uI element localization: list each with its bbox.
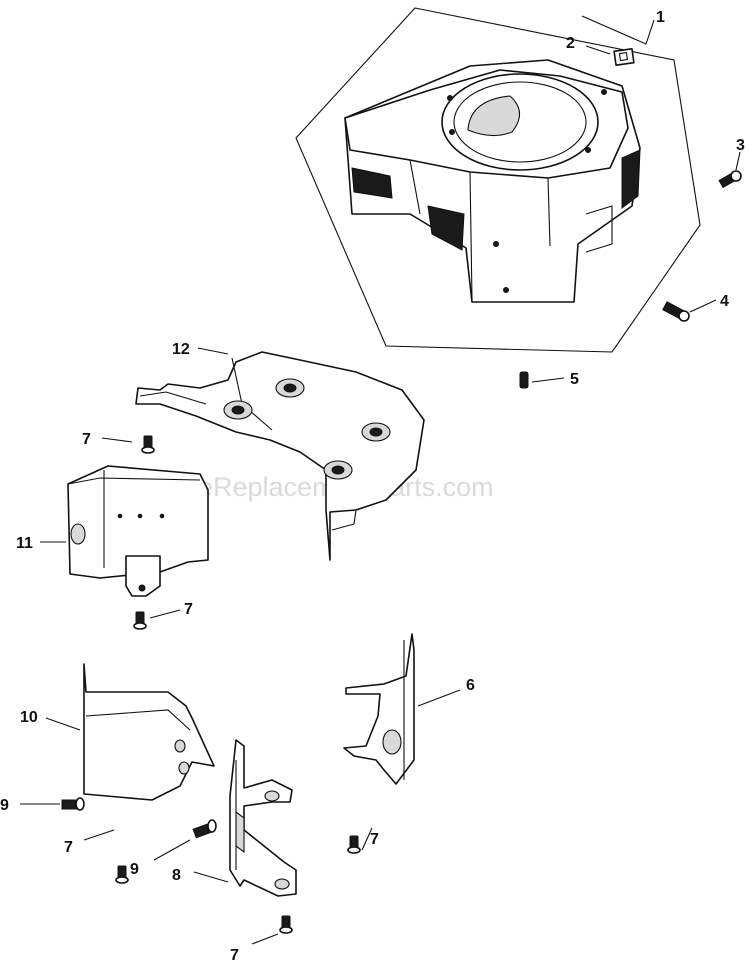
- decal-part: [613, 48, 635, 66]
- screw-part-7: [133, 611, 147, 630]
- callout-7: 7: [370, 831, 379, 848]
- bolt-part-9: [192, 819, 217, 839]
- callout-7: 7: [64, 839, 73, 856]
- screw-part-7: [141, 435, 155, 454]
- bolt-part-9: [61, 797, 85, 811]
- callout-3: 3: [736, 137, 745, 154]
- baffle-part-10: [83, 663, 215, 801]
- callout-2: 2: [566, 35, 575, 52]
- screw-part-7: [115, 865, 129, 884]
- kit-outline: [295, 7, 701, 353]
- callout-6: 6: [466, 677, 475, 694]
- bracket-part-6: [343, 633, 415, 785]
- callout-12: 12: [172, 341, 190, 358]
- leader-lines: [20, 15, 741, 945]
- callout-7: 7: [230, 947, 239, 964]
- callout-5: 5: [570, 371, 579, 388]
- baffle-part-12: [135, 351, 425, 561]
- callout-9: 9: [0, 797, 9, 814]
- callout-11: 11: [16, 535, 33, 552]
- callout-4: 4: [720, 293, 729, 310]
- callout-8: 8: [172, 867, 181, 884]
- callout-7: 7: [82, 431, 91, 448]
- bolt-part-4: [662, 301, 690, 322]
- screw-part-3: [718, 170, 742, 189]
- shroud-part-11: [67, 465, 209, 597]
- callout-9: 9: [130, 861, 139, 878]
- bracket-part-8: [229, 739, 297, 897]
- pin-part-5: [519, 371, 529, 389]
- blower-housing: [344, 59, 641, 303]
- screw-part-7: [279, 915, 293, 934]
- callout-7: 7: [184, 601, 193, 618]
- callout-10: 10: [20, 709, 38, 726]
- callout-1: 1: [656, 9, 665, 26]
- screw-part-7: [347, 835, 361, 854]
